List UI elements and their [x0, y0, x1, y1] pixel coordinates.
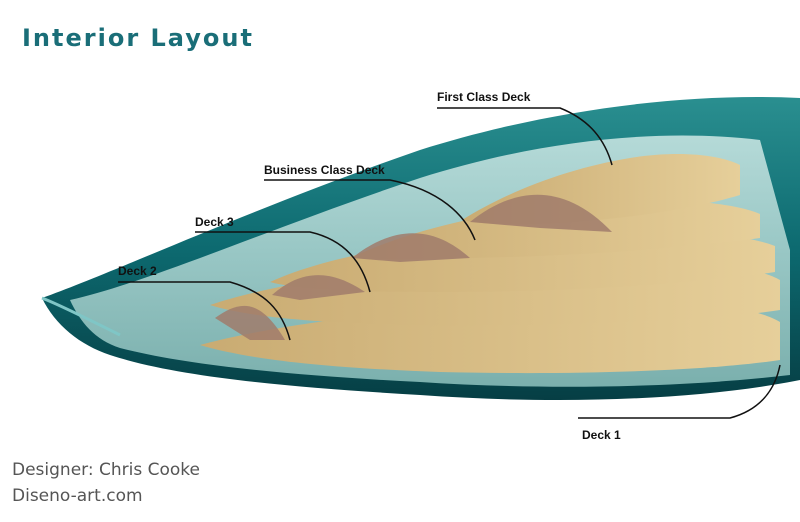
label-business-class-deck: Business Class Deck — [264, 163, 385, 177]
business-bulkhead — [352, 233, 470, 262]
deck-3-bulkhead — [272, 275, 365, 300]
label-first-class-deck: First Class Deck — [437, 90, 531, 104]
label-deck-1: Deck 1 — [582, 428, 621, 442]
designer-credit: Designer: Chris Cooke — [12, 460, 200, 480]
business-deck-floor — [350, 199, 760, 260]
nose-highlight — [41, 296, 121, 337]
leader-deck-2 — [118, 281, 291, 341]
label-deck-2: Deck 2 — [118, 264, 157, 278]
leader-deck-1 — [578, 364, 781, 419]
deck-2-bulkhead — [215, 305, 285, 340]
leader-first-class — [437, 107, 613, 166]
label-deck-3: Deck 3 — [195, 215, 234, 229]
first-class-bulkhead — [470, 194, 612, 232]
page-title: Interior Layout — [22, 24, 254, 52]
leader-deck-3 — [195, 231, 371, 293]
website-credit: Diseno-art.com — [12, 486, 143, 506]
leader-business — [264, 179, 476, 241]
